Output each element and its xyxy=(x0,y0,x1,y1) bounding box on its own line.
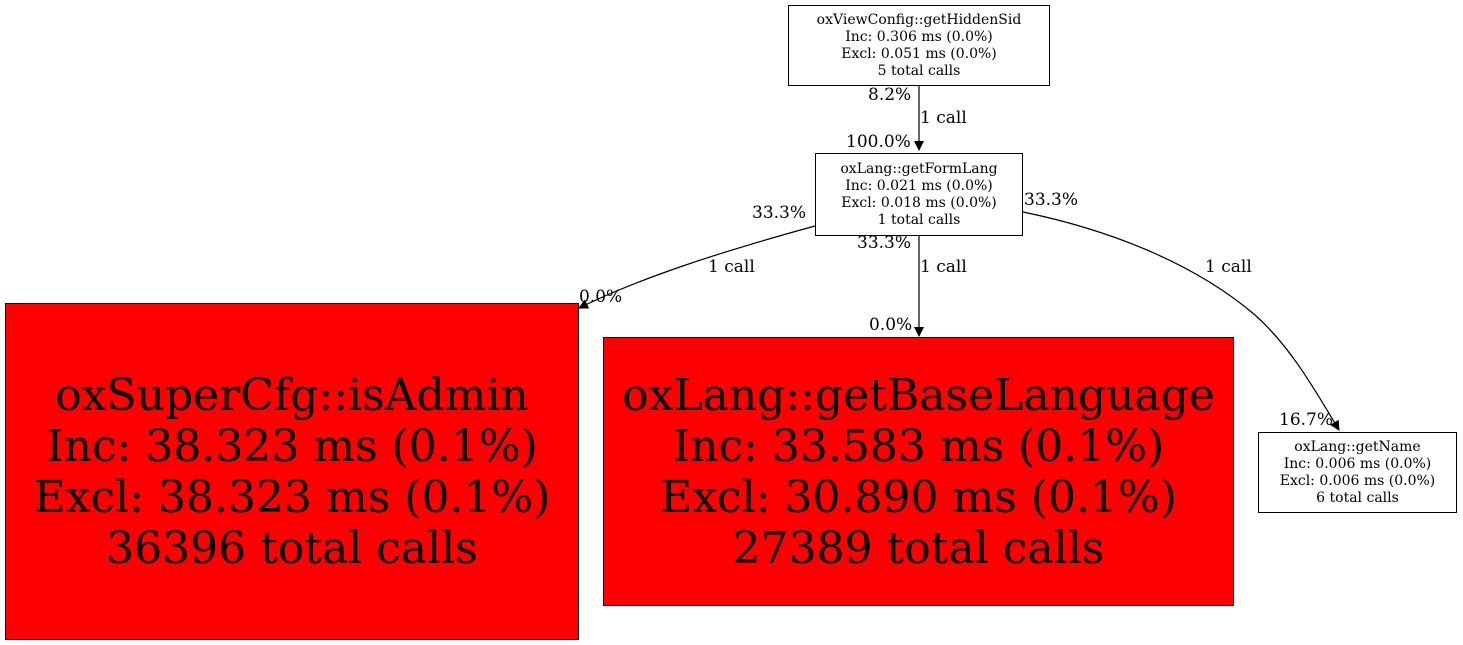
node-exclusive-time: Excl: 38.323 ms (0.1%) xyxy=(33,471,551,523)
edge-out-percent: 8.2% xyxy=(868,85,912,105)
node-inclusive-time: Inc: 0.021 ms (0.0%) xyxy=(845,177,993,194)
node-get-form-lang[interactable]: oxLang::getFormLang Inc: 0.021 ms (0.0%)… xyxy=(815,153,1023,236)
edge-formlang-to-isadmin xyxy=(578,225,816,309)
node-inclusive-time: Inc: 0.006 ms (0.0%) xyxy=(1283,455,1432,472)
node-title: oxViewConfig::getHiddenSid xyxy=(816,11,1022,28)
node-title: oxLang::getFormLang xyxy=(840,160,998,177)
edge-in-percent: 0.0% xyxy=(869,315,913,335)
node-inclusive-time: Inc: 0.306 ms (0.0%) xyxy=(845,28,993,45)
node-get-name[interactable]: oxLang::getName Inc: 0.006 ms (0.0%) Exc… xyxy=(1258,432,1457,513)
node-total-calls: 5 total calls xyxy=(877,62,961,79)
node-total-calls: 6 total calls xyxy=(1316,489,1399,506)
node-title: oxSuperCfg::isAdmin xyxy=(55,369,529,421)
node-title: oxLang::getBaseLanguage xyxy=(622,369,1215,421)
edge-call-count: 1 call xyxy=(920,108,967,128)
node-total-calls: 1 total calls xyxy=(877,211,961,228)
edge-out-percent: 33.3% xyxy=(1024,190,1079,210)
edge-in-percent: 0.0% xyxy=(579,287,623,307)
edge-in-percent: 16.7% xyxy=(1279,410,1334,430)
node-get-base-language[interactable]: oxLang::getBaseLanguage Inc: 33.583 ms (… xyxy=(603,337,1234,606)
edge-call-count: 1 call xyxy=(708,257,755,277)
node-total-calls: 27389 total calls xyxy=(732,522,1105,574)
node-get-hidden-sid[interactable]: oxViewConfig::getHiddenSid Inc: 0.306 ms… xyxy=(788,5,1050,86)
edge-out-percent: 33.3% xyxy=(857,233,912,253)
edge-out-percent: 33.3% xyxy=(752,203,807,223)
node-exclusive-time: Excl: 30.890 ms (0.1%) xyxy=(660,471,1177,523)
node-inclusive-time: Inc: 33.583 ms (0.1%) xyxy=(672,420,1165,472)
node-exclusive-time: Excl: 0.006 ms (0.0%) xyxy=(1279,472,1436,489)
node-total-calls: 36396 total calls xyxy=(106,522,478,574)
node-exclusive-time: Excl: 0.051 ms (0.0%) xyxy=(841,45,997,62)
node-exclusive-time: Excl: 0.018 ms (0.0%) xyxy=(841,194,997,211)
edge-call-count: 1 call xyxy=(920,257,967,277)
node-title: oxLang::getName xyxy=(1294,438,1421,455)
edge-in-percent: 100.0% xyxy=(846,132,911,152)
edge-formlang-to-getname xyxy=(1022,211,1340,431)
node-inclusive-time: Inc: 38.323 ms (0.1%) xyxy=(46,420,538,472)
edge-call-count: 1 call xyxy=(1205,257,1252,277)
node-is-admin[interactable]: oxSuperCfg::isAdmin Inc: 38.323 ms (0.1%… xyxy=(5,303,579,640)
